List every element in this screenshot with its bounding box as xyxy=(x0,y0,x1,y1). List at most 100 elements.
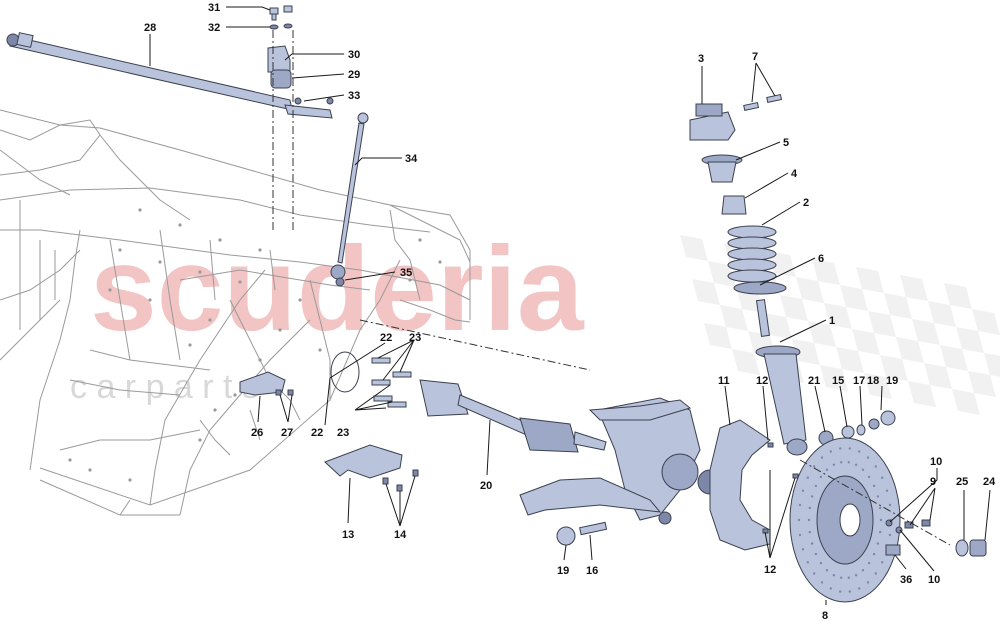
label-11: 11 xyxy=(718,375,730,387)
disc-drill-hole xyxy=(808,506,811,510)
disc-drill-hole xyxy=(814,552,818,556)
disc-drill-hole xyxy=(881,476,884,479)
disc-drill-hole xyxy=(876,542,880,545)
spring-seat-lower xyxy=(733,281,787,295)
heat-shield xyxy=(324,444,403,479)
frame-rivet xyxy=(258,248,262,252)
flag-square xyxy=(780,295,808,321)
label-4: 4 xyxy=(791,168,798,180)
frame-rivet xyxy=(318,348,322,352)
gasket-ring xyxy=(330,351,360,393)
disc-drill-hole xyxy=(867,475,871,479)
flag-square xyxy=(972,309,1000,335)
flag-square xyxy=(732,349,760,375)
flag-square xyxy=(940,345,968,371)
disc-drill-hole xyxy=(832,574,836,577)
flag-square xyxy=(928,301,956,327)
shock-bushings xyxy=(818,410,896,446)
spring-seat-upper xyxy=(701,154,743,183)
disc-drill-hole xyxy=(858,587,861,590)
disc-drill-hole xyxy=(872,484,876,488)
flag-square xyxy=(840,285,868,311)
disc-drill-hole xyxy=(806,476,809,479)
brake-shield xyxy=(709,419,771,551)
flag-square xyxy=(792,339,820,365)
chassis-frame-details xyxy=(68,208,442,482)
disc-drill-hole xyxy=(848,447,851,450)
disc-drill-hole xyxy=(810,542,814,545)
flag-square xyxy=(864,373,892,399)
frame-rivet xyxy=(233,393,237,397)
label-12-lower: 12 xyxy=(764,564,776,576)
label-5: 5 xyxy=(783,137,789,149)
drop-link xyxy=(330,112,369,280)
label-3: 3 xyxy=(698,53,704,65)
label-8: 8 xyxy=(822,610,828,622)
disc-drill-hole xyxy=(820,456,824,459)
disc-drill-hole xyxy=(829,450,832,453)
disc-drill-hole xyxy=(888,503,892,507)
disc-drill-hole xyxy=(813,465,816,468)
frame-rivet xyxy=(198,270,202,274)
disc-drill-hole xyxy=(840,461,843,464)
disc-drill-hole xyxy=(798,503,802,507)
flag-square xyxy=(944,283,972,309)
label-12-upper: 12 xyxy=(756,375,768,387)
mount-bolts xyxy=(743,93,783,111)
label-16: 16 xyxy=(586,565,598,577)
label-20: 20 xyxy=(480,480,492,492)
disc-drill-hole xyxy=(861,468,865,471)
spring-coil xyxy=(727,258,777,272)
label-33: 33 xyxy=(348,90,360,102)
disc-drill-hole xyxy=(867,561,871,565)
label-2: 2 xyxy=(803,197,809,209)
leader-lines xyxy=(149,6,991,605)
shock-absorber xyxy=(755,299,808,456)
disc-drill-hole xyxy=(798,533,802,537)
disc-drill-hole xyxy=(801,489,805,492)
disc-drill-hole xyxy=(819,561,823,565)
flag-square xyxy=(884,293,912,319)
bump-stop xyxy=(721,195,747,215)
flag-square xyxy=(808,321,836,347)
label-36: 36 xyxy=(900,574,912,586)
disc-drill-hole xyxy=(832,463,836,466)
disc-drill-hole xyxy=(874,572,877,575)
drive-shaft xyxy=(419,379,607,453)
frame-rivet xyxy=(88,468,92,472)
label-32: 32 xyxy=(208,22,220,34)
disc-drill-hole xyxy=(825,468,829,471)
flag-square xyxy=(956,327,984,353)
brake-disc xyxy=(789,437,901,603)
flag-square xyxy=(868,311,896,337)
disc-drill-hole xyxy=(879,518,883,522)
label-7: 7 xyxy=(752,51,758,63)
label-22-upper: 22 xyxy=(380,332,392,344)
flag-square xyxy=(680,235,708,261)
flag-square xyxy=(812,259,840,285)
disc-drill-hole xyxy=(814,484,818,488)
flag-square xyxy=(968,371,996,397)
label-19-upper: 19 xyxy=(886,375,898,387)
disc-drill-hole xyxy=(861,569,865,572)
disc-drill-hole xyxy=(879,506,882,510)
label-23-lower: 23 xyxy=(337,427,349,439)
lower-wishbone xyxy=(519,477,662,516)
label-13: 13 xyxy=(342,529,354,541)
frame-rivet xyxy=(408,278,412,282)
flag-square xyxy=(764,313,792,339)
label-17: 17 xyxy=(853,375,865,387)
frame-rivet xyxy=(258,358,262,362)
disc-drill-hole xyxy=(813,572,816,575)
label-18: 18 xyxy=(867,375,879,387)
flag-square xyxy=(796,277,824,303)
spring-coil xyxy=(727,247,777,261)
disc-drill-hole xyxy=(872,552,876,556)
disc-drill-hole xyxy=(879,530,882,534)
spring-coil xyxy=(727,225,777,239)
label-28: 28 xyxy=(144,22,156,34)
disc-drill-hole xyxy=(810,495,814,498)
label-6: 6 xyxy=(818,253,824,265)
frame-rivet xyxy=(213,408,217,412)
